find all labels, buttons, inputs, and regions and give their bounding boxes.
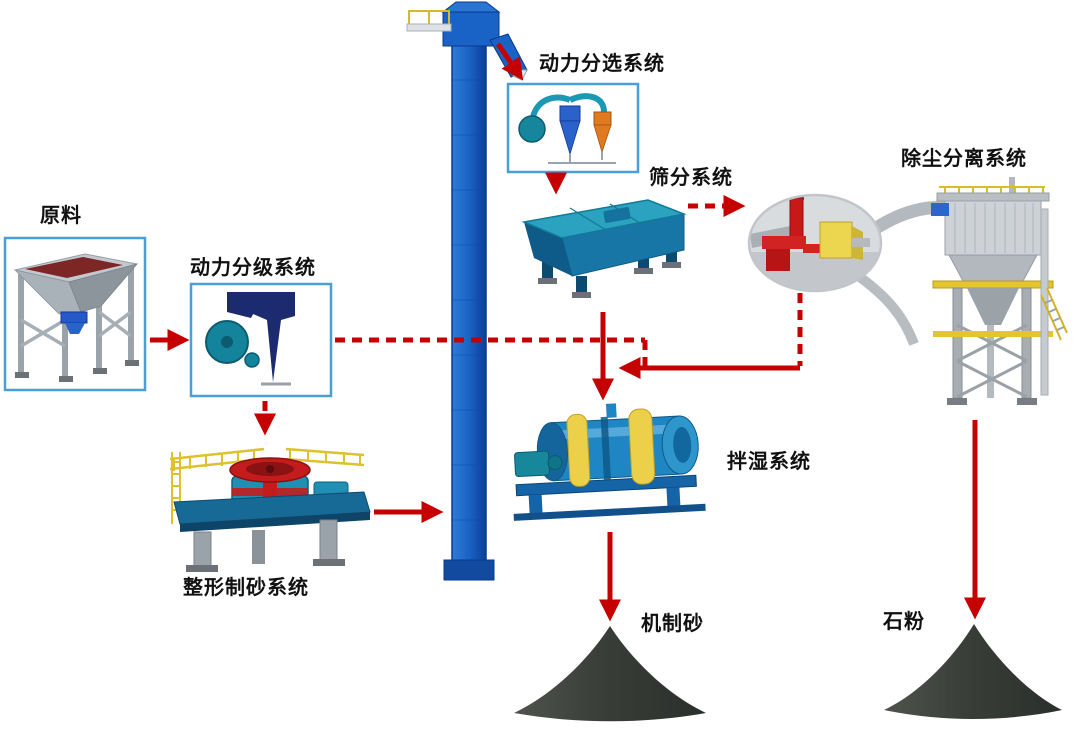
power-classification-unit: [189, 282, 333, 398]
sorting-fan: [518, 115, 546, 143]
mixer-motor: [514, 450, 550, 478]
power-sorting-unit: [506, 82, 640, 174]
flow-arrows: [150, 42, 987, 622]
lens-yellow-box: [819, 221, 853, 259]
mixer-ring-2: [628, 408, 656, 485]
label-machine-made-sand: 机制砂: [641, 613, 704, 635]
label-shaping-sand-making: 整形制砂系统: [183, 577, 309, 599]
dashed-classifier-branch: [335, 337, 648, 366]
label-screening: 筛分系统: [649, 167, 733, 189]
arrow-elevator-to-sorting: [495, 42, 524, 81]
wet-mixing-machine: [513, 403, 706, 521]
raw-material-feeder: [3, 236, 147, 392]
label-dust-separation: 除尘分离系统: [901, 148, 1027, 170]
dust-separation-lens: [747, 193, 951, 346]
stone-powder-pile: [884, 624, 1062, 719]
elevator-top-platform: [406, 23, 452, 32]
mixer-ring-1: [566, 413, 591, 487]
screen-exciter: [603, 207, 631, 223]
label-power-sorting: 动力分选系统: [539, 53, 665, 75]
shaping-sand-making-machine: [169, 447, 371, 572]
screening-machine: [521, 199, 687, 298]
label-stone-powder: 石粉: [883, 611, 925, 633]
raw-material-pile: [25, 257, 123, 278]
dust-separation-tower: [931, 177, 1068, 405]
orange-cyclone: [593, 124, 612, 154]
label-power-classification: 动力分级系统: [190, 257, 316, 279]
blue-cyclone: [559, 120, 581, 156]
machine-made-sand-pile: [514, 626, 706, 722]
label-wet-mixing: 拌湿系统: [727, 451, 811, 473]
label-raw-material: 原料: [40, 205, 82, 227]
